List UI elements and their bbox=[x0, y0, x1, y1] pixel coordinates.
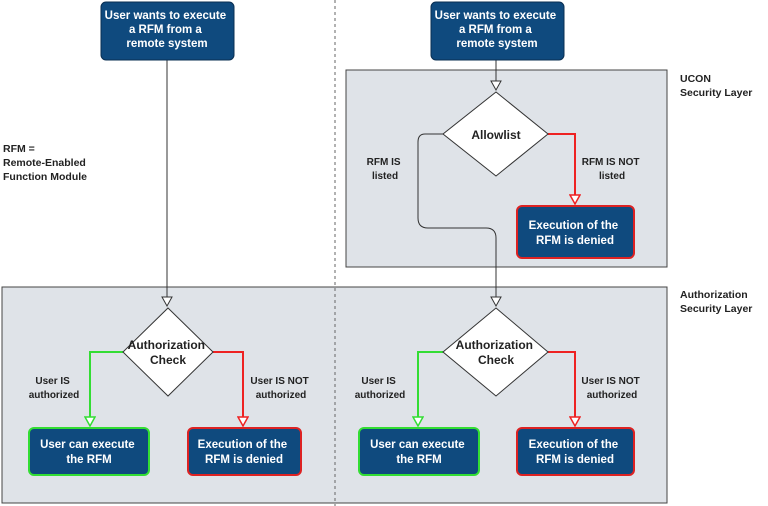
left-user-ok-text: User can execute the RFM bbox=[40, 439, 138, 466]
edge-allowlist-listed bbox=[417, 133, 502, 308]
right-denied-box bbox=[516, 427, 635, 476]
right-user-ok-text: User can execute the RFM bbox=[370, 439, 468, 466]
start-box-right bbox=[430, 1, 565, 61]
rfm-definition-note: RFM = Remote-Enabled Function Module bbox=[3, 143, 89, 183]
auth-layer-label: Authorization Security Layer bbox=[680, 289, 752, 315]
edge-auth-right-no bbox=[548, 351, 575, 426]
left-user-ok-box bbox=[28, 427, 150, 476]
label-rfm-listed: RFM IS listed bbox=[367, 157, 404, 182]
auth-check-left-diamond bbox=[122, 307, 214, 397]
ucon-denied-box bbox=[516, 205, 635, 259]
edge-allowlist-not-listed bbox=[548, 133, 575, 204]
start-box-left bbox=[100, 1, 235, 61]
auth-check-left-label: Authorization Check bbox=[128, 338, 209, 367]
start-box-right-text: User wants to execute a RFM from a remot… bbox=[435, 10, 560, 50]
auth-check-right-label: Authorization Check bbox=[456, 338, 537, 367]
label-left-user-authorized: User IS authorized bbox=[29, 376, 80, 401]
ucon-layer-label: UCON Security Layer bbox=[680, 73, 752, 99]
start-box-left-text: User wants to execute a RFM from a remot… bbox=[105, 10, 230, 50]
label-left-user-not-authorized: User IS NOT authorized bbox=[250, 376, 311, 401]
right-user-ok-box bbox=[358, 427, 480, 476]
edge-auth-left-no bbox=[213, 351, 243, 426]
ucon-denied-text: Execution of the RFM is denied bbox=[529, 220, 622, 247]
label-right-user-not-authorized: User IS NOT authorized bbox=[581, 376, 642, 401]
edge-auth-right-yes bbox=[418, 351, 443, 426]
label-rfm-not-listed: RFM IS NOT listed bbox=[582, 157, 643, 182]
auth-check-right-diamond bbox=[442, 307, 549, 397]
allowlist-label: Allowlist bbox=[471, 128, 520, 142]
left-denied-box bbox=[187, 427, 302, 476]
allowlist-diamond bbox=[442, 91, 549, 177]
left-denied-text: Execution of the RFM is denied bbox=[198, 439, 291, 466]
label-right-user-authorized: User IS authorized bbox=[355, 376, 406, 401]
edge-auth-left-yes bbox=[90, 351, 123, 426]
right-denied-text: Execution of the RFM is denied bbox=[529, 439, 622, 466]
